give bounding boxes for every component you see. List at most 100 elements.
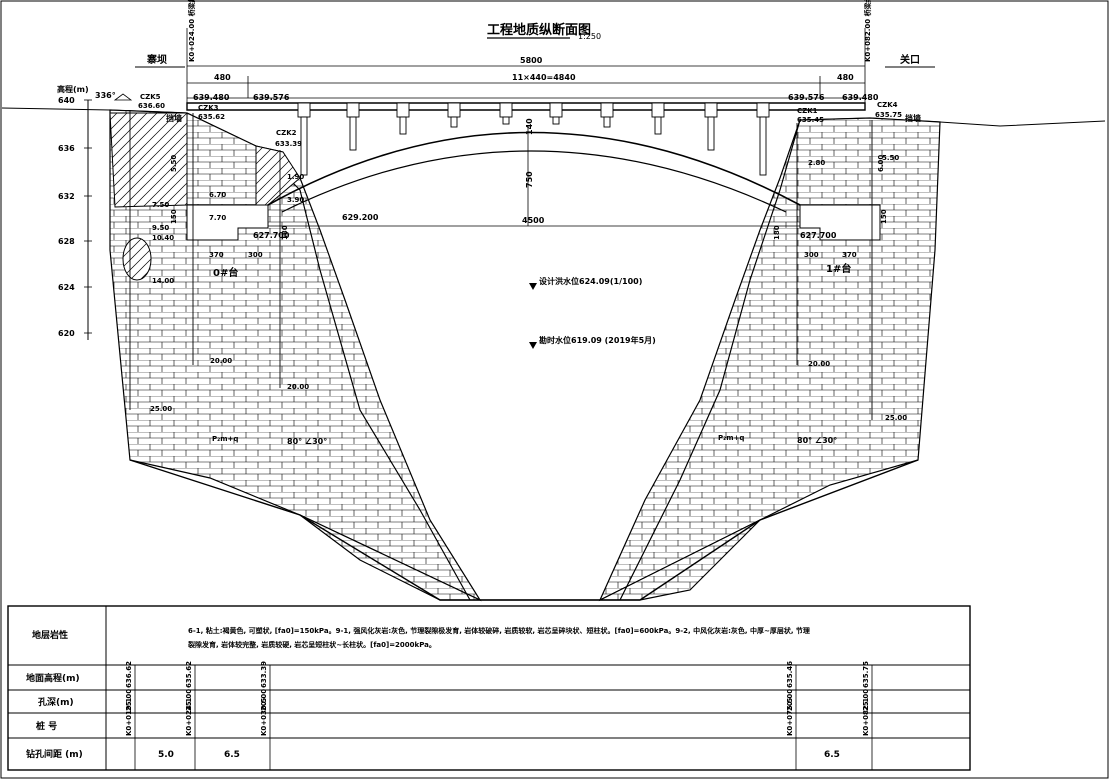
elev-deck-left2: 639.576 (253, 93, 290, 102)
column-shaft (502, 116, 510, 125)
current-water-label: 勘时水位619.09 (2019年5月) (539, 335, 656, 345)
table-row-lithology-label: 地层岩性 (32, 629, 68, 641)
depth-r-2-80: 2.80 (808, 159, 825, 167)
arch-intrados (281, 150, 787, 213)
depth-r-25-00: 25.00 (885, 414, 907, 422)
dim-right-end: 480 (837, 73, 854, 82)
table-row-depth-label: 孔深(m) (38, 696, 74, 708)
design-water-label: 设计洪水位624.09(1/100) (539, 276, 642, 286)
drawing-title: 工程地质纵断面图 (487, 22, 591, 38)
borehole-czk2-elev: 633.39 (275, 140, 302, 148)
spandrel-columns (297, 102, 770, 176)
left-station-ref: K0+024.00 桥梁起点 (187, 0, 196, 62)
elev-spring: 629.200 (342, 213, 379, 222)
axis-flag (113, 93, 133, 101)
valley-outline (129, 459, 919, 601)
borehole-czk4-name: CZK4 (877, 101, 898, 109)
depth-l-20-00b: 20.00 (287, 383, 309, 391)
karst-cave (122, 237, 152, 281)
column-shaft (450, 116, 458, 128)
table-cell-depth: 25.00 (185, 689, 193, 711)
table-cell-pile: K0+082.1 (862, 698, 870, 736)
column-cap (600, 102, 614, 118)
dim-arch-thick: 140 (525, 118, 534, 135)
clay-layer-left2 (255, 145, 301, 206)
table-cell-depth: 25.00 (125, 689, 133, 711)
small-num-r1: 5.50 (882, 154, 899, 162)
dim-left-end: 480 (214, 73, 231, 82)
table-row-ground-label: 地面高程(m) (26, 672, 80, 684)
borehole-czk2-name: CZK2 (276, 129, 297, 137)
arch-extrados (267, 131, 801, 206)
column-cap (651, 102, 665, 118)
axis-label: 高程(m) (57, 84, 89, 94)
table-cell-pile: K0+030.5 (260, 698, 268, 736)
table-cell-ground: 635.75 (862, 661, 870, 688)
retaining-wall-left: 挡墙 (166, 113, 182, 123)
abutment-right-label: 1#台 (826, 262, 851, 275)
column-cap (396, 102, 410, 118)
borehole-czk3-name: CZK3 (198, 104, 219, 112)
column-shaft (707, 116, 715, 151)
table-cell-ground: 636.62 (125, 661, 133, 688)
table-cells: 636.6225.00K0+019.1635.6225.00K0+024.163… (125, 661, 870, 736)
column-shaft (654, 116, 662, 135)
table-cell-pile: K0+019.1 (125, 698, 133, 736)
column-cap (346, 102, 360, 118)
rock-dip-right: 80° ∠30° (797, 436, 837, 445)
axis-tick-label: 620 (58, 329, 75, 338)
left-place-label: 寨坝 (146, 53, 167, 66)
axis-tick-label: 632 (58, 192, 75, 201)
column-shaft (759, 116, 767, 176)
elev-deck-right: 639.480 (842, 93, 879, 102)
boreholes (129, 110, 873, 420)
table-row-lithology-text-b: 裂隙发育, 岩体较完整, 岩质较硬, 岩芯呈短柱状~长柱状。[fa0]=2000… (187, 640, 436, 649)
dim-total: 5800 (520, 56, 543, 65)
table-cell-depth: 20.00 (260, 689, 268, 711)
depth-l-10-40: 10.40 (152, 234, 174, 242)
table-cell-depth: 25.00 (862, 689, 870, 711)
column-cap (549, 102, 563, 118)
elev-right-found: 627.700 (800, 231, 837, 240)
column-cap (704, 102, 718, 118)
table-row-spacing-label: 钻孔间距 (m) (26, 748, 83, 760)
depth-r-20-00: 20.00 (808, 360, 830, 368)
dim-arch-rise: 750 (525, 171, 534, 188)
depth-l-1-90: 1.90 (287, 173, 304, 181)
column-shaft (349, 116, 357, 151)
depth-l-3-90: 3.90 (287, 196, 304, 204)
table-cell-depth: 20.00 (786, 689, 794, 711)
column-cap (447, 102, 461, 118)
dim-spans: 11×440=4840 (512, 73, 576, 82)
borehole-czk5-name: CZK5 (140, 93, 161, 101)
elev-left-found: 627.700 (253, 231, 290, 240)
small-num-l1: 5.50 (170, 155, 178, 172)
depth-l-6-70: 6.70 (209, 191, 226, 199)
depth-l-25-00: 25.00 (150, 405, 172, 413)
column-cap (499, 102, 513, 118)
current-water-marker (529, 342, 537, 349)
table-row-lithology-text-a: 6-1, 粘土:褐黄色, 可塑状, [fa0]=150kPa。9-1, 强风化灰… (188, 626, 810, 635)
table-cell-ground: 633.39 (260, 661, 268, 688)
column-cap (756, 102, 770, 118)
dim-right-370: 370 (842, 251, 857, 259)
dim-left-370: 370 (209, 251, 224, 259)
column-shaft (300, 116, 308, 176)
elev-deck-right2: 639.576 (788, 93, 825, 102)
column-shaft (603, 116, 611, 128)
depth-l-7-50: 7.50 (152, 201, 169, 209)
depth-l-9-50: 9.50 (152, 224, 169, 232)
abutment-left-label: 0#台 (213, 266, 238, 279)
column-shaft (399, 116, 407, 135)
borehole-czk3-elev: 635.62 (198, 113, 225, 121)
rock-code-left: P₂m+q (212, 435, 238, 443)
depth-l-7-70: 7.70 (209, 214, 226, 222)
dim-right-150: 150 (880, 209, 888, 224)
dim-right-180: 180 (773, 225, 781, 240)
borehole-czk4-elev: 635.75 (875, 111, 902, 119)
spacing-1: 5.0 (158, 750, 174, 760)
spacing-3: 6.5 (824, 750, 840, 760)
